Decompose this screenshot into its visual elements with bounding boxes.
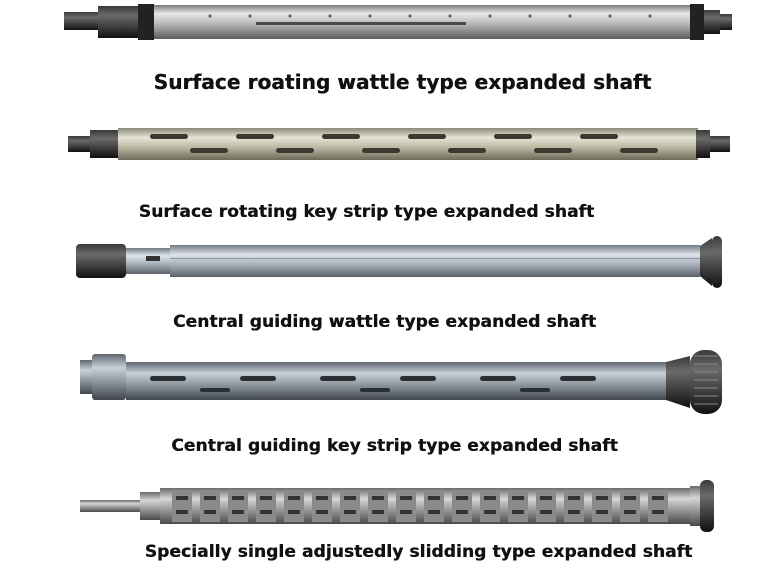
- caption-shaft-3: Central guiding wattle type expanded sha…: [172, 312, 597, 332]
- shaft-1: [64, 4, 732, 40]
- shaft-4: [80, 350, 722, 414]
- shaft-5: [80, 480, 714, 532]
- caption-shaft-5: Specially single adjustedly slidding typ…: [144, 542, 693, 562]
- caption-shaft-1: Surface roating wattle type expanded sha…: [153, 70, 652, 94]
- caption-shaft-2: Surface rotating key strip type expanded…: [138, 202, 595, 222]
- shaft-2: [68, 128, 730, 160]
- shaft-3: [76, 236, 722, 288]
- caption-shaft-4: Central guiding key strip type expanded …: [171, 436, 618, 456]
